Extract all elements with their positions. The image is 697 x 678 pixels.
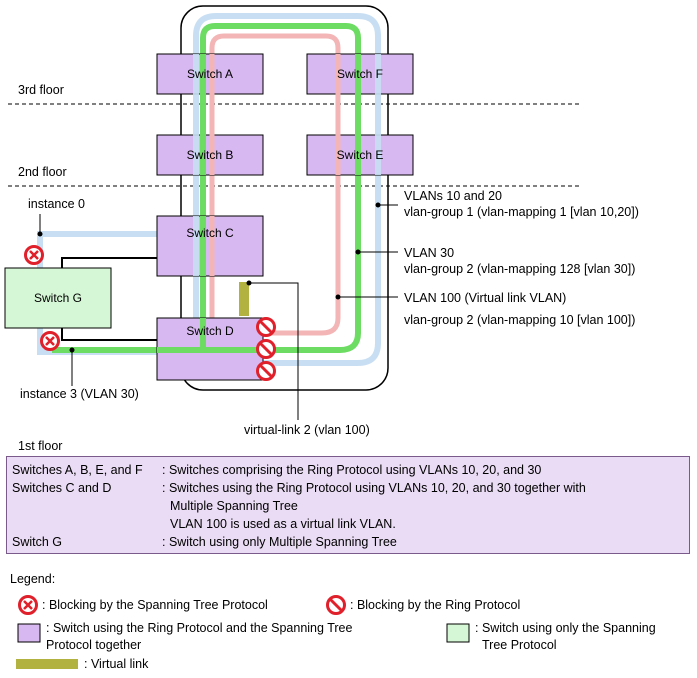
virtual-link-label: virtual-link 2 (vlan 100) [244, 423, 370, 437]
desc-value: : Switch using only Multiple Spanning Tr… [162, 535, 397, 549]
vlan30-line1: VLAN 30 [404, 246, 454, 260]
legend-stp-only-text-2: Tree Protocol [482, 638, 557, 652]
ring-block-icon [256, 339, 276, 359]
desc-key: Switches C and D [12, 481, 112, 495]
switch-c-label: Switch C [186, 226, 234, 240]
switch-g[interactable] [4, 267, 112, 329]
virtual-link-dot [246, 280, 252, 286]
legend-ring-block-text: : Blocking by the Ring Protocol [350, 598, 521, 612]
vlan100-line1: VLAN 100 (Virtual link VLAN) [404, 291, 566, 305]
legend-title: Legend: [10, 572, 56, 586]
link-g-c [61, 257, 157, 268]
floor-2-label: 2nd floor [18, 165, 67, 179]
switch-g-label: Switch G [34, 291, 82, 305]
instance3-dot [69, 347, 75, 353]
stp-block-icon [24, 245, 44, 265]
floor-1-label: 1st floor [18, 439, 62, 453]
vlan1020-line1: VLANs 10 and 20 [404, 189, 502, 203]
desc-value: Multiple Spanning Tree [170, 499, 298, 513]
desc-value: : Switches comprising the Ring Protocol … [162, 463, 542, 477]
legend-stp-block-text: : Blocking by the Spanning Tree Protocol [42, 598, 268, 612]
switch-a-label: Switch A [187, 67, 233, 81]
legend-virtual-link-text: : Virtual link [84, 657, 149, 671]
legend-ring-stp-text-1: : Switch using the Ring Protocol and the… [46, 621, 353, 635]
desc-key: Switch G [12, 535, 63, 549]
legend-stp-only-text-1: : Switch using only the Spanning [475, 621, 656, 635]
legend-ring-stp-text-2: Protocol together [46, 638, 142, 652]
legend-stp-only-swatch [446, 623, 470, 643]
legend-virtual-link-swatch [16, 659, 78, 669]
building-outline [180, 5, 389, 391]
virtual-link-leader [249, 282, 299, 420]
ring-block-icon [256, 361, 276, 381]
legend-ring-stp-swatch [17, 623, 41, 643]
switch-f-label: Switch F [337, 67, 383, 81]
vlan100-line2: vlan-group 2 (vlan-mapping 10 [vlan 100]… [404, 313, 635, 327]
switch-e-label: Switch E [337, 148, 384, 162]
floor-3-label: 3rd floor [18, 83, 64, 97]
virtual-link-bar [239, 282, 249, 316]
instance3-label: instance 3 (VLAN 30) [20, 387, 139, 401]
desc-value: VLAN 100 is used as a virtual link VLAN. [170, 517, 396, 531]
legend-stp-block-icon [18, 595, 38, 615]
instance0-dot [37, 231, 43, 237]
desc-value: : Switches using the Ring Protocol using… [162, 481, 586, 495]
vlan30-line2: vlan-group 2 (vlan-mapping 128 [vlan 30]… [404, 262, 635, 276]
switch-d-label: Switch D [186, 324, 234, 338]
description-box: Switches A, B, E, and F : Switches compr… [6, 456, 690, 554]
ring-block-icon [256, 317, 276, 337]
legend-ring-block-icon [326, 595, 346, 615]
vlan1020-line2: vlan-group 1 (vlan-mapping 1 [vlan 10,20… [404, 205, 639, 219]
stp-block-icon [40, 331, 60, 351]
desc-key: Switches A, B, E, and F [12, 463, 143, 477]
link-g-d [61, 328, 157, 341]
instance0-label: instance 0 [28, 197, 85, 211]
switch-b-label: Switch B [187, 148, 234, 162]
